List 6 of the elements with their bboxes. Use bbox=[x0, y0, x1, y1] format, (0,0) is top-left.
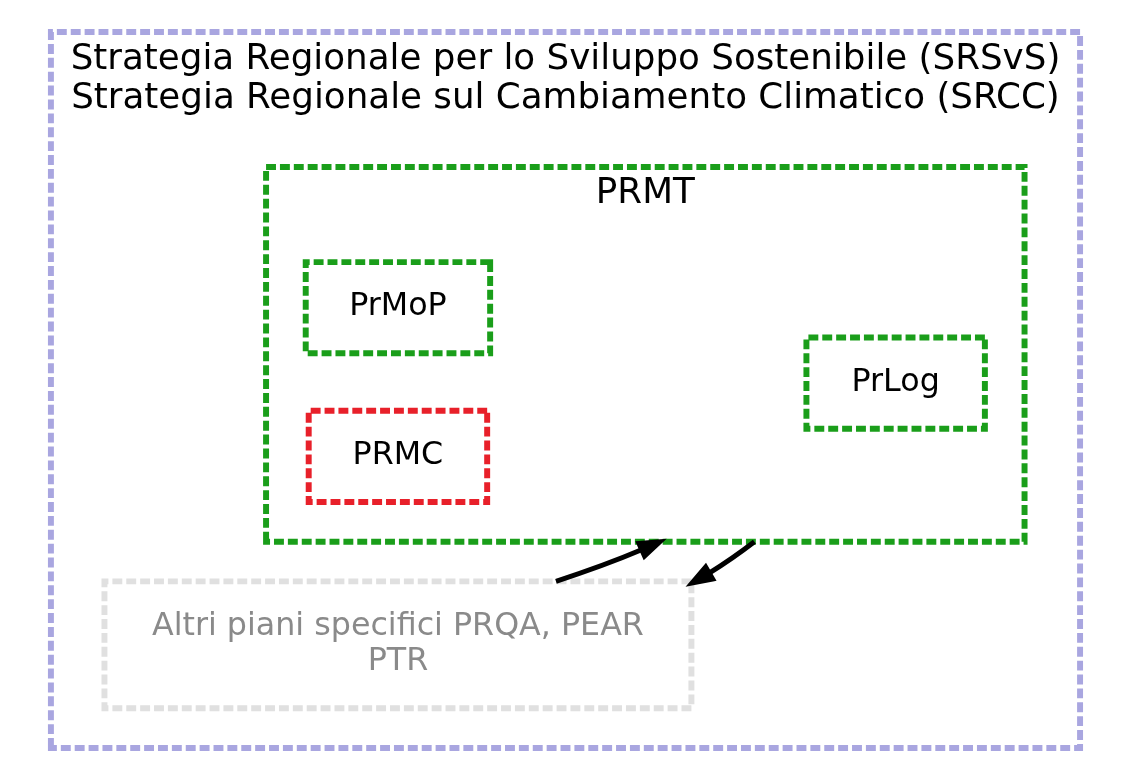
node-box: PrLog bbox=[802, 334, 988, 432]
node-box: PRMC bbox=[305, 407, 490, 505]
node-box: Altri piani specifici PRQA, PEAR PTR bbox=[100, 578, 694, 712]
node-box: PrMoP bbox=[302, 259, 493, 357]
arrow bbox=[685, 539, 756, 587]
arrow bbox=[554, 538, 667, 584]
